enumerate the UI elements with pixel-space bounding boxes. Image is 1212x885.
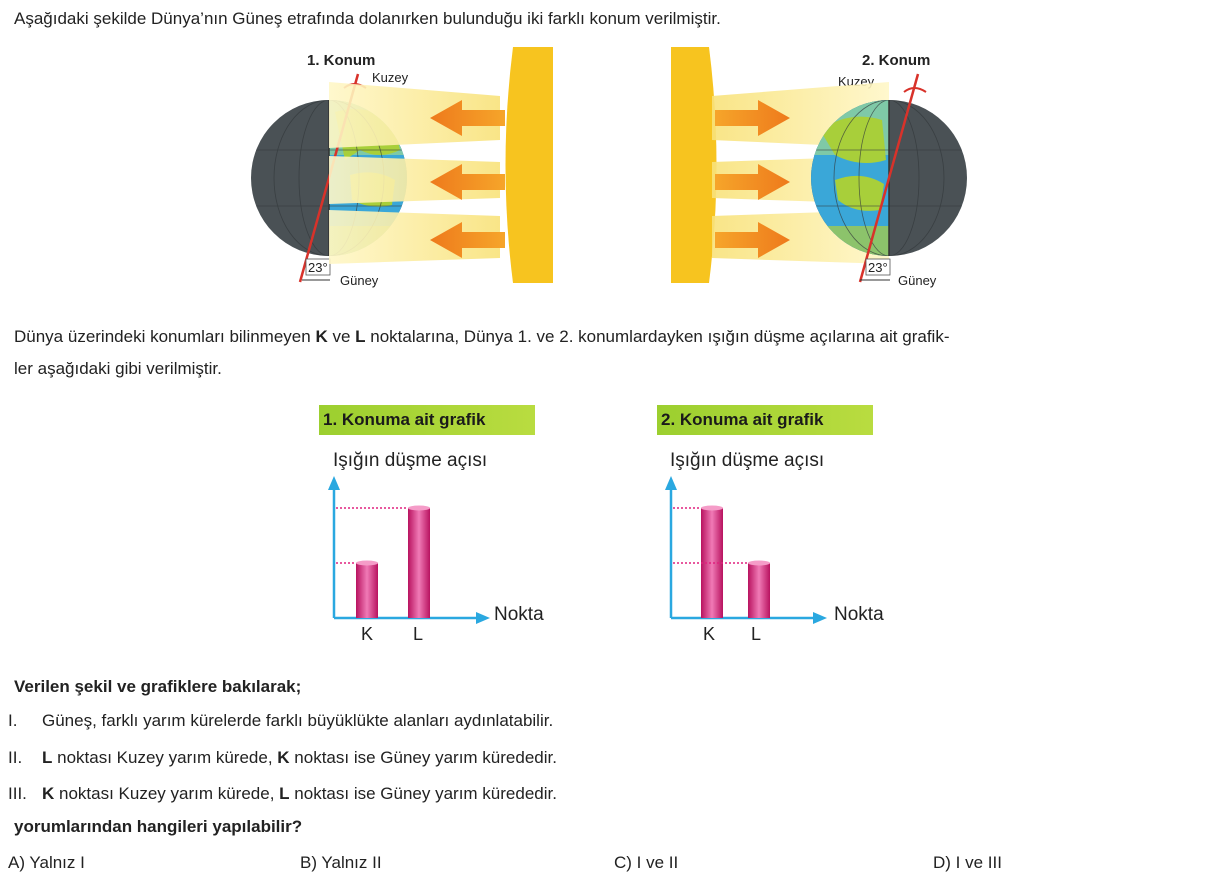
bar-k xyxy=(356,563,378,618)
position-2-title: 2. Konum xyxy=(862,52,931,69)
sun-2 xyxy=(671,47,717,283)
bar-top-k xyxy=(701,505,723,511)
bar-l xyxy=(408,508,430,618)
statement-1-number: I. xyxy=(8,711,18,730)
tilt-angle-1: 23° xyxy=(308,260,328,275)
graph-1-chart xyxy=(328,476,490,624)
earth-axis-2 xyxy=(858,73,920,283)
sun-1 xyxy=(505,47,553,283)
statement-1-text: Güneş, farklı yarım kürelerde farklı büy… xyxy=(42,711,554,730)
graph-1-ylabel: Işığın düşme açısı xyxy=(333,450,488,471)
graph-1-xlabel: Nokta xyxy=(494,604,544,625)
choice-a[interactable]: A) Yalnız I xyxy=(8,853,85,872)
position-1-title: 1. Konum xyxy=(307,52,376,69)
bar-top-k xyxy=(356,560,378,566)
statement-2-number: II. xyxy=(8,748,23,767)
choice-d[interactable]: D) I ve III xyxy=(933,853,1002,872)
graph-2-tick-k: K xyxy=(703,624,716,644)
choice-b[interactable]: B) Yalnız II xyxy=(300,853,382,872)
statement-2-text: L noktası Kuzey yarım kürede, K noktası … xyxy=(42,748,557,767)
y-axis-arrow xyxy=(328,476,340,490)
statement-3-text: K noktası Kuzey yarım kürede, L noktası … xyxy=(42,784,557,803)
tilt-angle-2: 23° xyxy=(868,260,888,275)
graph-2-ylabel: Işığın düşme açısı xyxy=(670,450,825,471)
position-1-north: Kuzey xyxy=(372,70,409,85)
bar-l xyxy=(748,563,770,618)
bar-top-l xyxy=(748,560,770,566)
question-lead: Verilen şekil ve grafiklere bakılarak; xyxy=(14,677,302,696)
y-axis-arrow xyxy=(665,476,677,490)
graphs-intro-line-2: ler aşağıdaki gibi verilmiştir. xyxy=(14,359,222,378)
x-axis-arrow xyxy=(476,612,490,624)
graph-1-tick-k: K xyxy=(361,624,374,644)
sun-ray-arrows-1 xyxy=(430,100,505,258)
graphs-intro-line-1: Dünya üzerindeki konumları bilinmeyen K … xyxy=(14,327,950,346)
intro-text: Aşağıdaki şekilde Dünya’nın Güneş etrafı… xyxy=(14,9,721,28)
earth-sun-figure xyxy=(251,47,967,283)
choice-c[interactable]: C) I ve II xyxy=(614,853,679,872)
sun-ray-arrows-2 xyxy=(715,100,790,258)
position-2-south: Güney xyxy=(898,273,937,288)
bar-top-l xyxy=(408,505,430,511)
rotation-arrow-2 xyxy=(903,87,927,93)
graph-2-title: 2. Konuma ait grafik xyxy=(657,405,873,435)
graph-2-tick-l: L xyxy=(751,624,762,644)
question-ask: yorumlarından hangileri yapılabilir? xyxy=(14,817,303,836)
graph-1-title: 1. Konuma ait grafik xyxy=(319,405,535,435)
graph-1-tick-l: L xyxy=(413,624,424,644)
x-axis-arrow xyxy=(813,612,827,624)
bar-k xyxy=(701,508,723,618)
statement-3-number: III. xyxy=(8,784,27,803)
graph-2-chart xyxy=(665,476,827,624)
graph-2-xlabel: Nokta xyxy=(834,604,884,625)
position-1-south: Güney xyxy=(340,273,379,288)
